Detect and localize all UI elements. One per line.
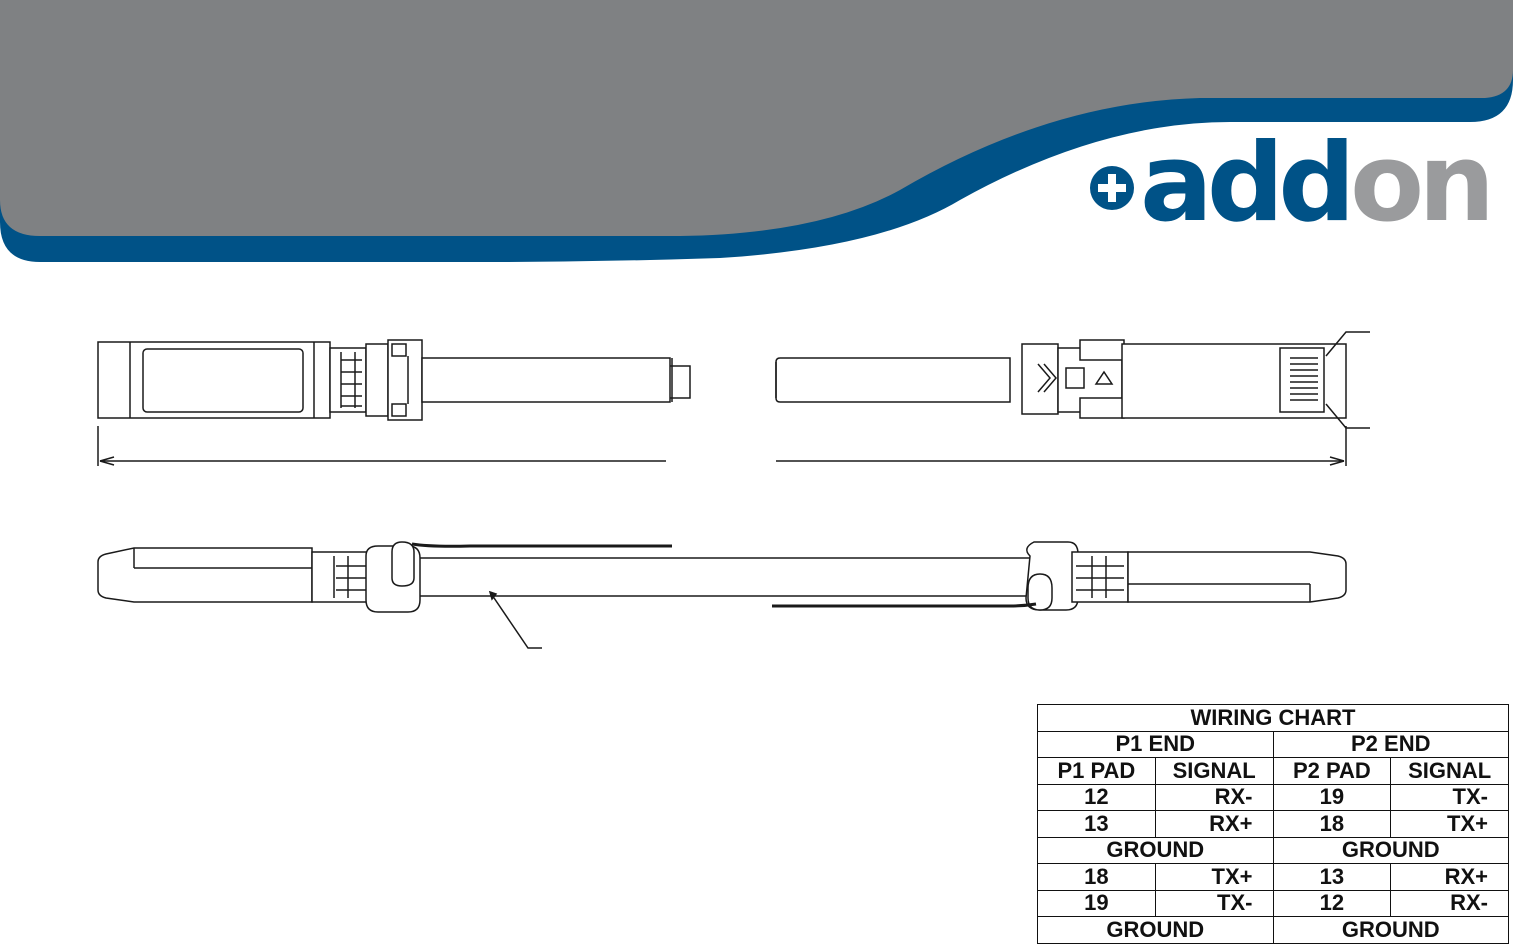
table-row: 12 RX- 19 TX-	[1037, 783, 1509, 811]
addon-logo: add on	[1090, 121, 1495, 246]
table-row: 19 TX- 12 RX-	[1037, 889, 1509, 917]
column-header-p1-pad: P1 PAD	[1037, 757, 1156, 785]
p2-signal-cell: TX-	[1390, 783, 1509, 811]
wiring-chart-title-row: WIRING CHART	[1037, 704, 1509, 732]
p1-signal-cell: TX-	[1154, 889, 1274, 917]
p2-pad-cell: 18	[1272, 810, 1392, 838]
p2-ground-cell: GROUND	[1272, 836, 1509, 864]
p1-pad-cell: 19	[1037, 889, 1156, 917]
plus-circle-icon	[1090, 166, 1134, 210]
wiring-chart-column-row: P1 PAD SIGNAL P2 PAD SIGNAL	[1037, 757, 1509, 785]
table-row: GROUND GROUND	[1037, 916, 1509, 944]
cable-leader-line	[488, 590, 542, 649]
left-connector-side	[97, 541, 1030, 613]
wiring-chart-title: WIRING CHART	[1037, 704, 1509, 732]
p2-pad-cell: 19	[1272, 783, 1392, 811]
column-header-p1-signal: SIGNAL	[1154, 757, 1274, 785]
p2-signal-cell: TX+	[1390, 810, 1509, 838]
logo-text-add: add	[1140, 121, 1350, 246]
p1-pad-cell: 12	[1037, 783, 1156, 811]
p2-pad-cell: 13	[1272, 863, 1392, 891]
table-row: GROUND GROUND	[1037, 836, 1509, 864]
cable-break-lines	[411, 542, 1037, 608]
wiring-chart-ends-row: P1 END P2 END	[1037, 730, 1509, 758]
p1-signal-cell: RX-	[1154, 783, 1274, 811]
p1-pad-cell: 18	[1037, 863, 1156, 891]
p2-signal-cell: RX+	[1390, 863, 1509, 891]
end-header-p1: P1 END	[1037, 730, 1274, 758]
wiring-chart-table: WIRING CHART P1 END P2 END P1 PAD SIGNAL…	[1037, 704, 1509, 944]
p2-pad-cell: 12	[1272, 889, 1392, 917]
column-header-p2-pad: P2 PAD	[1272, 757, 1392, 785]
length-dimension-line	[97, 426, 1347, 466]
p1-signal-cell: TX+	[1154, 863, 1274, 891]
header-gray-banner	[0, 0, 1513, 236]
table-row: 13 RX+ 18 TX+	[1037, 810, 1509, 838]
p2-ground-cell: GROUND	[1272, 916, 1509, 944]
p1-pad-cell: 13	[1037, 810, 1156, 838]
p1-signal-cell: RX+	[1154, 810, 1274, 838]
p2-signal-cell: RX-	[1390, 889, 1509, 917]
left-connector-top	[97, 339, 691, 421]
right-connector-side	[1025, 541, 1347, 611]
end-header-p2: P2 END	[1272, 730, 1509, 758]
top-view	[97, 331, 1370, 466]
p1-ground-cell: GROUND	[1037, 916, 1274, 944]
side-view	[97, 541, 1347, 649]
right-connector-top	[775, 331, 1370, 429]
column-header-p2-signal: SIGNAL	[1390, 757, 1509, 785]
p1-ground-cell: GROUND	[1037, 836, 1274, 864]
table-row: 18 TX+ 13 RX+	[1037, 863, 1509, 891]
logo-text-on: on	[1350, 121, 1489, 246]
